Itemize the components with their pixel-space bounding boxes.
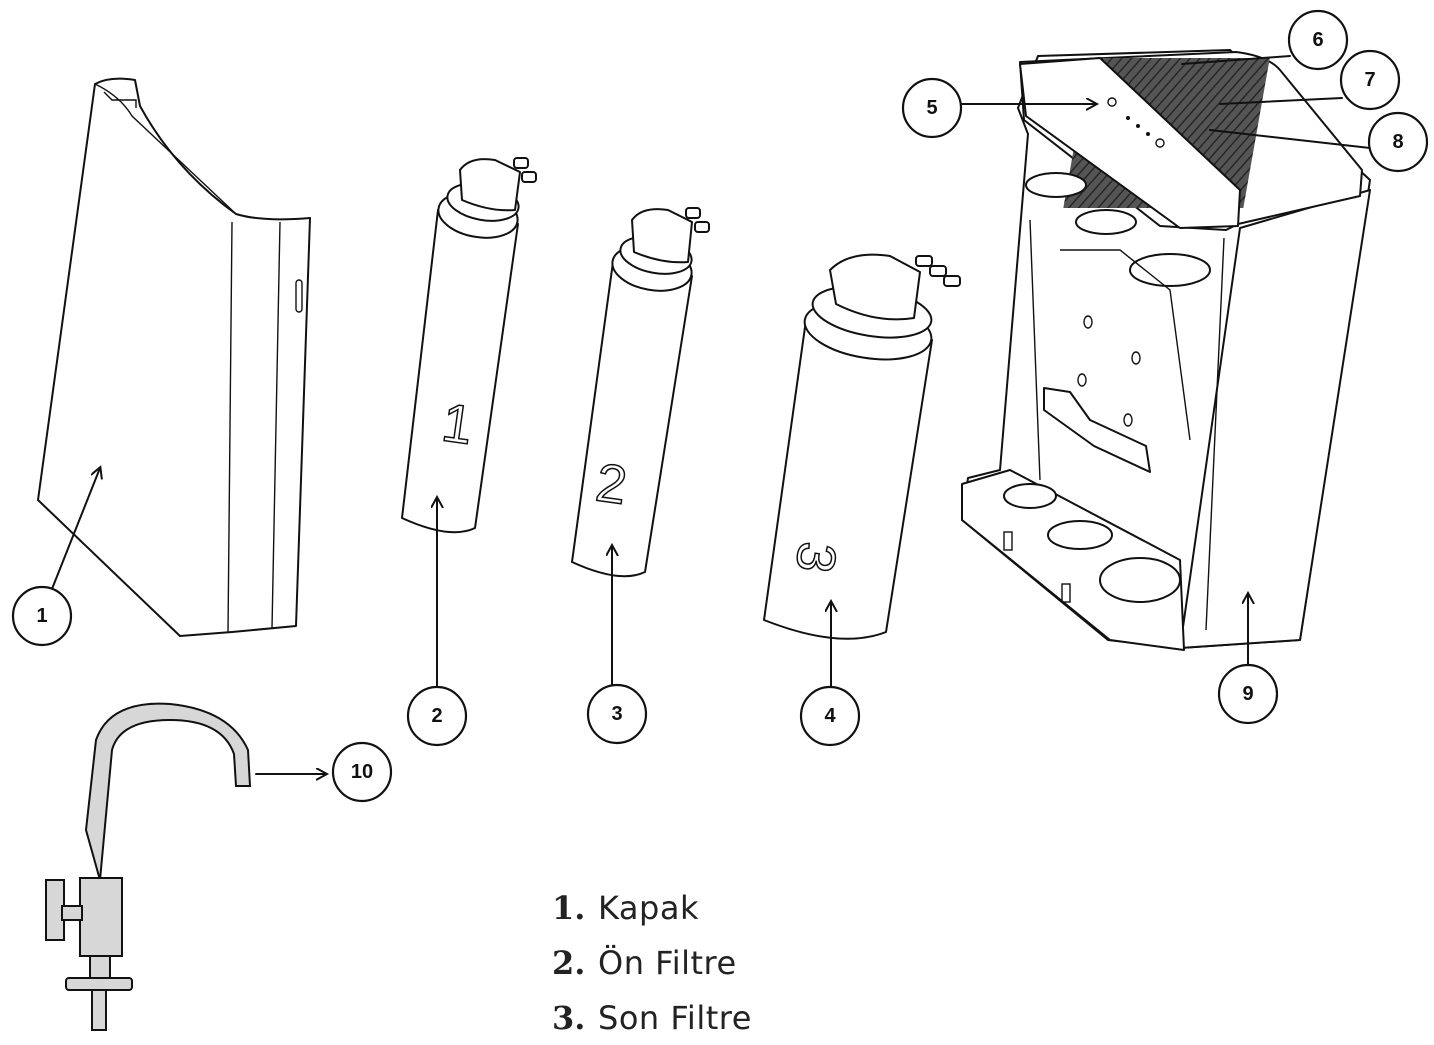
- svg-text:5: 5: [926, 97, 937, 119]
- svg-text:2: 2: [431, 705, 442, 727]
- svg-text:1: 1: [36, 605, 47, 627]
- leader-lines: [49, 55, 1371, 774]
- callout-9: 9: [1217, 663, 1279, 725]
- legend-item: 1. Kapak: [552, 880, 752, 935]
- svg-text:9: 9: [1242, 683, 1253, 705]
- legend-label: Kapak: [598, 888, 699, 927]
- legend-item: 3. Son Filtre: [552, 990, 752, 1045]
- filter-2-pre-filter: 1: [401, 157, 537, 534]
- svg-text:3: 3: [611, 703, 622, 725]
- callout-5: 5: [901, 77, 963, 139]
- svg-text:4: 4: [824, 705, 836, 727]
- callout-2: 2: [406, 685, 468, 747]
- filter-3-post-filter: 2: [571, 207, 710, 578]
- leader-7: [1219, 97, 1343, 105]
- filter-4-main-filter: 3: [763, 253, 961, 640]
- legend-number: 1.: [552, 888, 586, 927]
- main-body: [961, 49, 1371, 651]
- svg-text:8: 8: [1392, 131, 1403, 153]
- cover-panel: [37, 77, 311, 637]
- filter-1-mark: 1: [438, 392, 476, 456]
- callout-4: 4: [799, 685, 861, 747]
- callout-1: 1: [11, 585, 73, 647]
- callout-3: 3: [586, 683, 648, 745]
- faucet: [45, 702, 252, 1031]
- leader-1: [49, 468, 100, 595]
- callout-8: 8: [1367, 111, 1429, 173]
- callout-10: 10: [331, 741, 393, 803]
- parts-legend: 1. Kapak 2. Ön Filtre 3. Son Filtre: [552, 880, 752, 1045]
- svg-text:6: 6: [1312, 29, 1323, 51]
- svg-text:10: 10: [351, 761, 373, 783]
- legend-label: Son Filtre: [598, 998, 752, 1037]
- legend-item: 2. Ön Filtre: [552, 935, 752, 990]
- svg-text:7: 7: [1364, 69, 1375, 91]
- legend-number: 3.: [552, 998, 586, 1037]
- callout-7: 7: [1339, 49, 1401, 111]
- callout-6: 6: [1287, 9, 1349, 71]
- legend-label: Ön Filtre: [598, 943, 737, 982]
- legend-number: 2.: [552, 943, 586, 982]
- leader-8: [1209, 129, 1371, 149]
- leader-6: [1181, 55, 1291, 65]
